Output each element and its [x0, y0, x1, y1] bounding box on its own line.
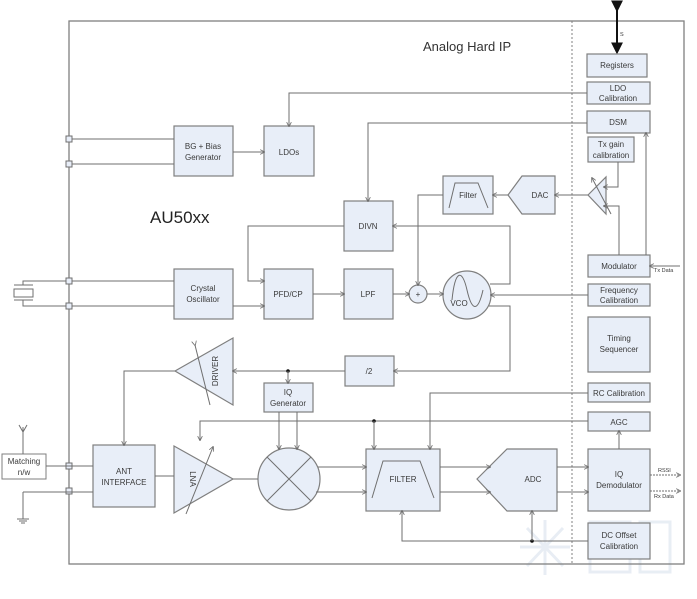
vco-block: VCO — [442, 270, 492, 320]
antenna-interface-block: ANT INTERFACE — [92, 444, 156, 508]
summing-junction: + — [408, 284, 428, 304]
svg-text:DSM: DSM — [609, 118, 627, 127]
svg-text:DC Offset: DC Offset — [602, 531, 638, 540]
bg-bias-generator-block: BG + Bias Generator — [173, 125, 234, 177]
tx-gain-calibration-block: Tx gain calibration — [587, 136, 635, 163]
mixer — [257, 447, 321, 511]
tx-power-amplifier — [587, 175, 612, 216]
svg-text:ADC: ADC — [525, 475, 542, 484]
svg-text:LDOs: LDOs — [279, 148, 299, 157]
lna-amplifier: LNA — [173, 444, 235, 515]
rx-filter-block: FILTER — [365, 448, 441, 512]
svg-text:DRIVER: DRIVER — [211, 356, 220, 386]
frequency-calibration-block: Frequency Calibration — [587, 283, 651, 307]
modulator-block: Modulator — [587, 254, 651, 278]
matching-network-block: Matching n/w — [1, 453, 47, 480]
chip-boundary — [68, 20, 685, 565]
svg-text:Calibration: Calibration — [599, 94, 637, 103]
svg-text:Frequency: Frequency — [600, 286, 638, 295]
svg-text:calibration: calibration — [593, 151, 629, 160]
svg-text:Calibration: Calibration — [600, 296, 638, 305]
divn-block: DIVN — [343, 200, 394, 252]
svg-text:Timing: Timing — [607, 334, 631, 343]
svg-text:Sequencer: Sequencer — [600, 345, 639, 354]
agc-block: AGC — [587, 411, 651, 432]
svg-text:RC Calibration: RC Calibration — [593, 389, 645, 398]
svg-text:Modulator: Modulator — [601, 262, 637, 271]
dac-block: DAC — [507, 175, 556, 215]
bus-width-label: S — [620, 32, 624, 38]
driver-amplifier: DRIVER — [173, 336, 234, 407]
divide-by-2-block: /2 — [344, 355, 395, 387]
antenna-icon — [18, 424, 28, 454]
svg-text:Registers: Registers — [600, 61, 634, 70]
ground-icon — [17, 492, 29, 524]
svg-text:AGC: AGC — [610, 418, 628, 427]
rc-calibration-block: RC Calibration — [587, 382, 651, 403]
svg-text:DIVN: DIVN — [358, 222, 377, 231]
svg-text:LPF: LPF — [361, 290, 376, 299]
dsm-block: DSM — [586, 110, 651, 134]
svg-text:Tx gain: Tx gain — [598, 140, 624, 149]
adc-block: ADC — [476, 448, 558, 512]
tx-filter-block: Filter — [442, 175, 494, 215]
lpf-block: LPF — [343, 268, 394, 320]
rssi-label: RSSI — [658, 468, 671, 474]
signal-wires — [23, 92, 680, 543]
svg-text:BG + Bias: BG + Bias — [185, 142, 221, 151]
dc-offset-calibration-block: DC Offset Calibration — [587, 522, 651, 560]
svg-text:Demodulator: Demodulator — [596, 481, 642, 490]
svg-text:n/w: n/w — [18, 468, 31, 477]
svg-text:INTERFACE: INTERFACE — [102, 478, 147, 487]
svg-text:Generator: Generator — [185, 153, 221, 162]
ldos-block: LDOs — [263, 125, 315, 177]
crystal-oscillator-block: Crystal Oscillator — [173, 268, 234, 320]
svg-text:Calibration: Calibration — [600, 542, 638, 551]
svg-text:DAC: DAC — [532, 191, 549, 200]
svg-text:/2: /2 — [366, 367, 373, 376]
svg-text:Matching: Matching — [8, 457, 40, 466]
svg-text:FILTER: FILTER — [390, 475, 417, 484]
svg-text:LNA: LNA — [188, 471, 197, 487]
registers-block: Registers — [586, 53, 648, 78]
pfd-cp-block: PFD/CP — [263, 268, 314, 320]
svg-text:LDO: LDO — [610, 84, 626, 93]
svg-text:Generator: Generator — [270, 399, 306, 408]
chip-name: AU50xx — [150, 208, 210, 227]
rx-data-label: Rx Data — [654, 494, 675, 500]
svg-text:+: + — [416, 290, 421, 299]
iq-demodulator-block: IQ Demodulator — [587, 448, 651, 512]
svg-text:IQ: IQ — [615, 470, 623, 479]
ldo-calibration-block: LDO Calibration — [586, 81, 651, 105]
timing-sequencer-block: Timing Sequencer — [587, 316, 651, 373]
tx-data-label: Tx Data — [654, 268, 674, 274]
svg-text:Crystal: Crystal — [191, 284, 216, 293]
svg-text:Filter: Filter — [459, 191, 477, 200]
svg-text:IQ: IQ — [284, 388, 292, 397]
svg-text:PFD/CP: PFD/CP — [273, 290, 302, 299]
svg-text:VCO: VCO — [450, 299, 467, 308]
svg-text:Oscillator: Oscillator — [186, 295, 220, 304]
svg-text:ANT: ANT — [116, 467, 132, 476]
section-title: Analog Hard IP — [423, 39, 511, 54]
iq-generator-block: IQ Generator — [263, 382, 314, 413]
crystal-icon — [13, 280, 69, 307]
